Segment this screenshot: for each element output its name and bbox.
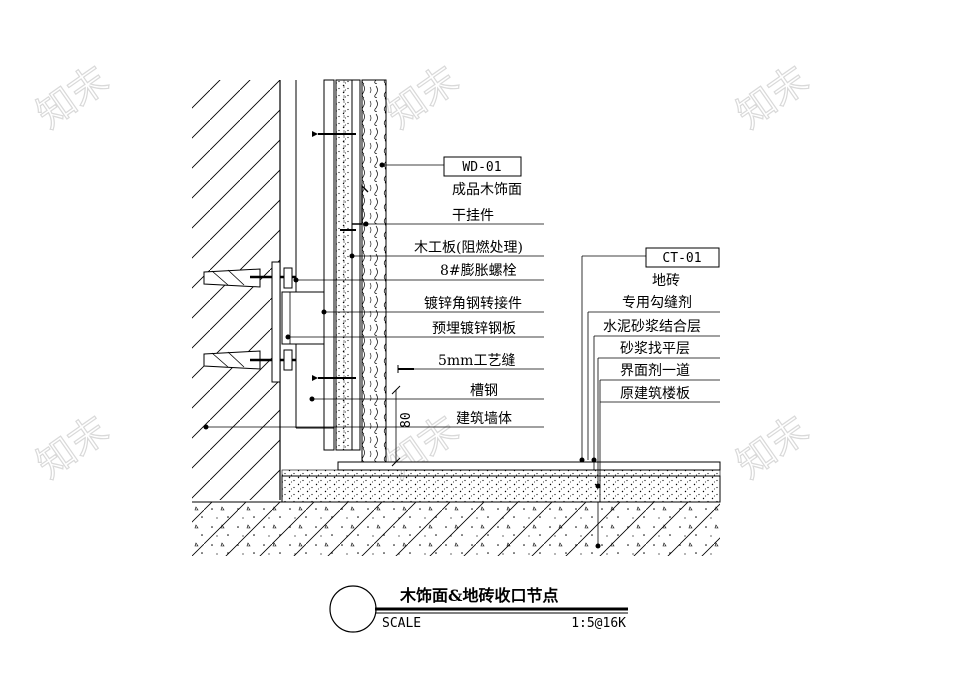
- watermark-text: 知末: [729, 57, 817, 137]
- mortar-bond-layer: [281, 469, 721, 477]
- label-angle-steel: 镀锌角钢转接件: [424, 295, 522, 312]
- floor-section: [192, 461, 721, 556]
- label-embedded-plate: 预埋镀锌钢板: [432, 320, 516, 337]
- label-tile: 地砖: [652, 273, 680, 289]
- watermark-text: 知末: [379, 57, 467, 137]
- label-gap: 5mm工艺缝: [438, 353, 515, 369]
- detail-title: 木饰面&地砖收口节点: [399, 586, 558, 605]
- detail-bubble: [329, 585, 377, 633]
- wood-finish-panel: [351, 79, 387, 463]
- label-interface: 界面剂一道: [620, 363, 690, 379]
- watermark-text: 知末: [729, 407, 817, 487]
- dimension-80: 80: [390, 385, 420, 467]
- dimension-label: 80: [399, 412, 414, 428]
- watermark-text: 知末: [29, 57, 117, 137]
- label-dry-hanger: 干挂件: [452, 208, 494, 224]
- label-grout: 专用勾缝剂: [622, 295, 692, 311]
- building-wall: [192, 80, 297, 500]
- wall-callouts: WD-01 成品木饰面 干挂件 木工板(阻燃处理) 8#膨胀螺栓 镀锌角钢转接件…: [203, 156, 544, 430]
- watermark-text: 知末: [29, 407, 117, 487]
- label-wood-finish: 成品木饰面: [452, 182, 522, 198]
- material-tag-wd: [443, 156, 522, 177]
- label-slab: 原建筑楼板: [620, 386, 690, 402]
- dry-hanger-hook: [352, 184, 369, 225]
- screed-layer: [281, 475, 721, 503]
- screws: [312, 131, 414, 381]
- tag-ct-text: CT-01: [662, 251, 701, 266]
- expansion-bolts: [203, 267, 296, 371]
- title-block: 木饰面&地砖收口节点 SCALE 1:5@16K: [329, 585, 628, 633]
- watermark-group: 知末 知末 知末 知末 知末 知末: [28, 56, 817, 487]
- scale-label: SCALE: [382, 616, 421, 631]
- material-tag-ct: [645, 247, 720, 268]
- label-channel: 槽钢: [470, 383, 498, 399]
- channel-steel: [296, 79, 335, 451]
- floor-callouts: CT-01 地砖 专用勾缝剂 水泥砂浆结合层 砂浆找平层 界面剂一道 原建筑楼板: [579, 247, 720, 549]
- label-mortar-bond: 水泥砂浆结合层: [603, 319, 701, 335]
- label-blockboard: 木工板(阻燃处理): [414, 239, 523, 256]
- embedded-steel-plate: [271, 261, 281, 383]
- scale-value: 1:5@16K: [571, 616, 626, 631]
- label-screed: 砂浆找平层: [620, 341, 690, 357]
- label-bolt: 8#膨胀螺栓: [440, 262, 517, 279]
- label-wall: 建筑墙体: [456, 411, 512, 427]
- tag-wd-text: WD-01: [462, 160, 501, 175]
